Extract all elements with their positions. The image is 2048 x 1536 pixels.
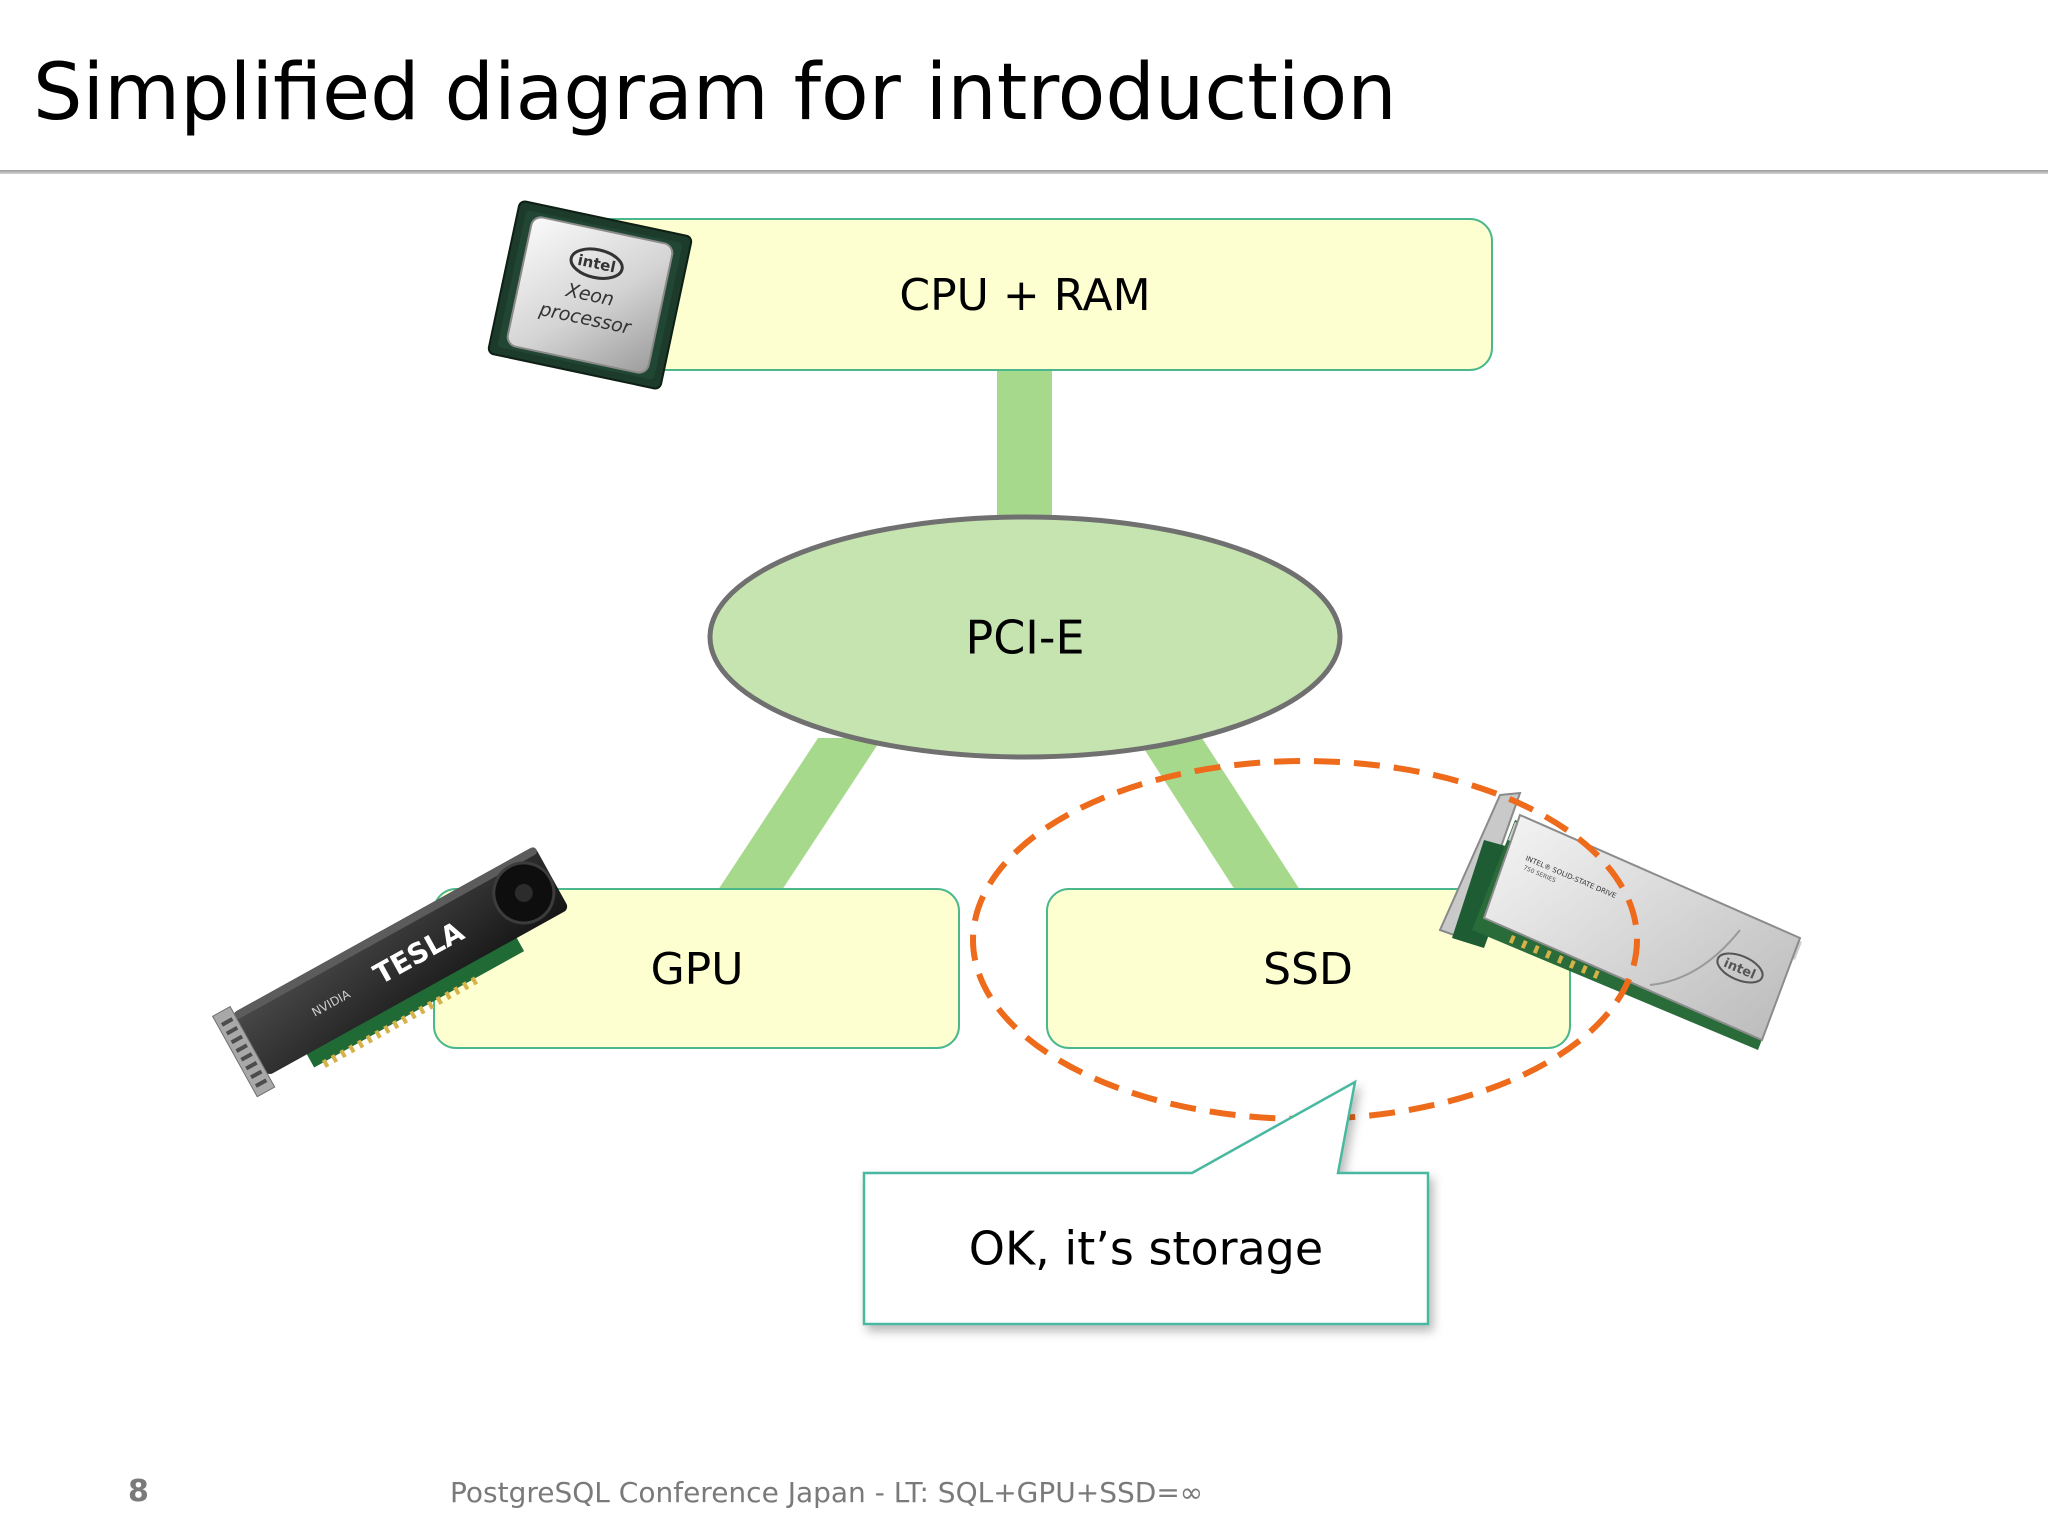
callout-text: OK, it’s storage xyxy=(969,1222,1323,1276)
connector-pcie-gpu xyxy=(718,738,882,890)
pcie-ellipse xyxy=(707,514,1343,760)
ssd-gold-fingers xyxy=(1508,935,1600,979)
ssd-label: SSD xyxy=(1263,944,1353,995)
cpu-ram-label: CPU + RAM xyxy=(899,270,1150,321)
storage-callout xyxy=(862,1079,1430,1326)
title-divider xyxy=(0,170,2048,174)
pcie-label: PCI-E xyxy=(965,611,1084,665)
intel-logo xyxy=(1716,952,1764,984)
page-number: 8 xyxy=(128,1474,149,1509)
connector-cpu-pcie xyxy=(997,370,1052,520)
footer-text: PostgreSQL Conference Japan - LT: SQL+GP… xyxy=(450,1476,1204,1509)
cpu-chip-image: intel Xeon processor xyxy=(487,200,693,390)
intel-logo xyxy=(569,247,624,280)
slide-title: Simplified diagram for introduction xyxy=(33,48,1397,138)
gpu-fan xyxy=(492,861,556,925)
gpu-card-image: NVIDIA TESLA xyxy=(211,847,568,1098)
gpu-label: GPU xyxy=(651,944,744,995)
ssd-card-image: INTEL® SOLID-STATE DRIVE 750 SERIES inte… xyxy=(1438,791,1802,1050)
